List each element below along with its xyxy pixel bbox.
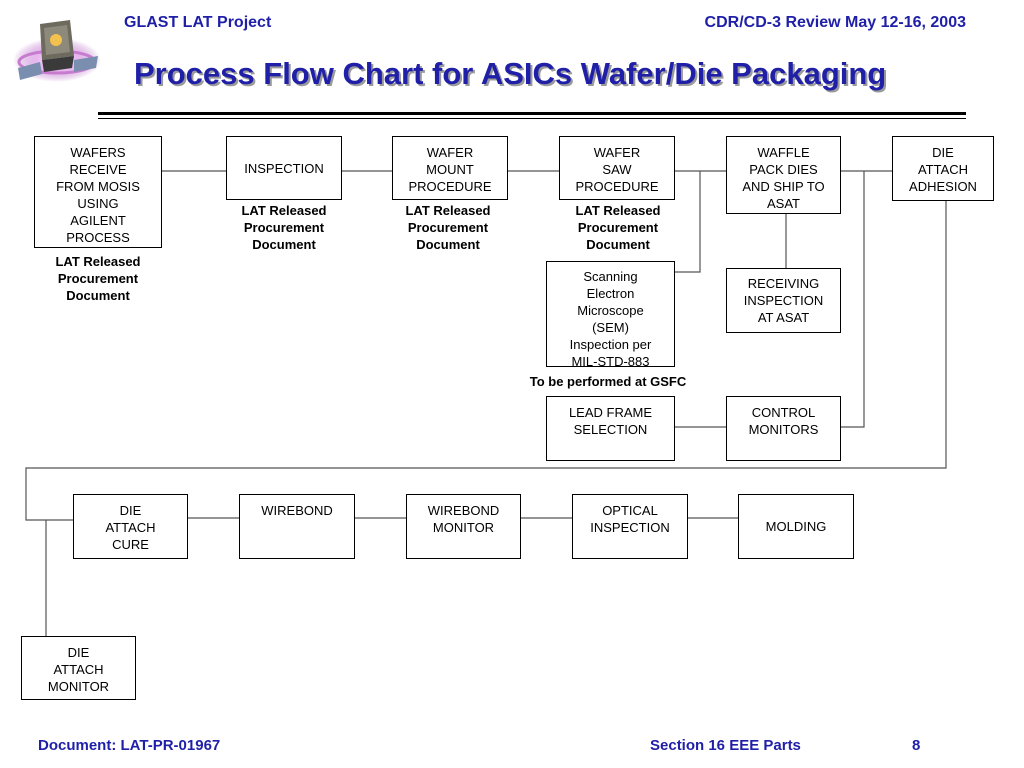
wafer-mount-box: WAFER MOUNT PROCEDURE [392, 136, 508, 200]
footer-section: Section 16 EEE Parts [650, 737, 801, 754]
footer-page-number: 8 [912, 737, 921, 754]
connector-adhesion-return [25, 201, 947, 521]
lat-released-note-wafers: LAT Released Procurement Document [55, 254, 141, 303]
footer-document: Document: LAT-PR-01967 [38, 737, 221, 754]
inspection-box: INSPECTION [226, 136, 342, 200]
wirebond-box: WIREBOND [239, 494, 355, 559]
connector-control-bus [841, 171, 865, 428]
gsfc-note: To be performed at GSFC [529, 374, 687, 389]
receiving-inspection-box: RECEIVING INSPECTION AT ASAT [726, 268, 841, 333]
sem-inspection-box: Scanning Electron Microscope (SEM) Inspe… [546, 261, 675, 369]
page-title: Process Flow Chart for ASICs Wafer/Die P… [134, 56, 887, 91]
wafers-receive-box: WAFERS RECEIVE FROM MOSIS USING AGILENT … [34, 136, 162, 248]
title-divider-thin [98, 118, 966, 119]
header-project: GLAST LAT Project [124, 14, 272, 31]
header-review: CDR/CD-3 Review May 12-16, 2003 [704, 14, 966, 31]
wafer-saw-box: WAFER SAW PROCEDURE [559, 136, 675, 200]
wirebond-monitor-box: WIREBOND MONITOR [406, 494, 521, 559]
optical-inspection-box: OPTICAL INSPECTION [572, 494, 688, 559]
molding-box: MOLDING [738, 494, 854, 559]
lead-frame-selection-box: LEAD FRAME SELECTION [546, 396, 675, 461]
glast-satellite-logo-icon [13, 20, 101, 82]
title-divider [98, 112, 966, 115]
lat-released-note-mount: LAT Released Procurement Document [405, 203, 491, 252]
die-attach-cure-box: DIE ATTACH CURE [73, 494, 188, 559]
lat-released-note-saw: LAT Released Procurement Document [575, 203, 661, 252]
connector-saw-sem [675, 171, 701, 273]
lat-released-note-inspection: LAT Released Procurement Document [241, 203, 327, 252]
die-attach-adhesion-box: DIE ATTACH ADHESION [892, 136, 994, 201]
die-attach-monitor-box: DIE ATTACH MONITOR [21, 636, 136, 700]
waffle-pack-box: WAFFLE PACK DIES AND SHIP TO ASAT [726, 136, 841, 214]
control-monitors-box: CONTROL MONITORS [726, 396, 841, 461]
